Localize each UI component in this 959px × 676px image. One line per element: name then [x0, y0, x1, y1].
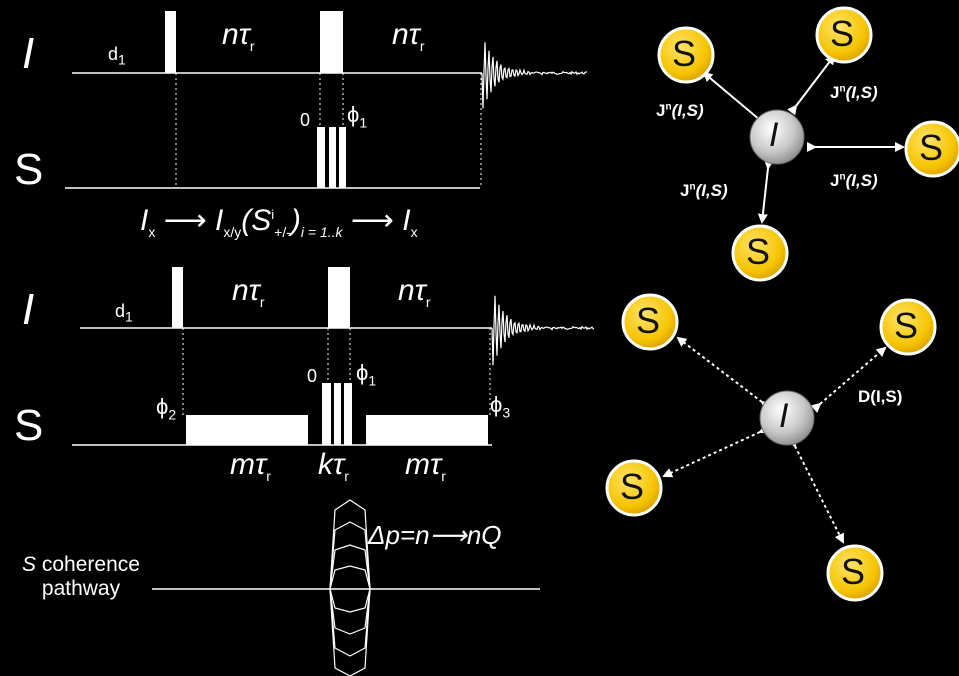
d-spin-S-lower-right — [826, 544, 884, 602]
j-bond-upper-right — [787, 54, 836, 116]
j-coupling-diagram — [657, 6, 959, 282]
upper-fid-signal — [481, 42, 588, 109]
j-spin-S-bottom — [731, 224, 789, 282]
coherence-transfer-formula: Ix ⟶ Ix/y(Si+/-)i = 1..k ⟶ Ix — [140, 204, 418, 240]
lower-I-pulse-1 — [172, 267, 183, 328]
j-spin-S-upper-right — [815, 6, 873, 64]
upper-d1-label: d1 — [108, 44, 126, 68]
lower-S-pulse-1 — [322, 383, 331, 445]
d-bond-upper-right — [810, 346, 887, 414]
lower-phase-0-label: 0 — [307, 366, 318, 386]
lower-S-pulse-2 — [334, 383, 341, 445]
lower-ntau-left: nτr — [232, 274, 265, 310]
j-S-label-upper-right: S — [830, 13, 855, 54]
lower-mtau-left: mτr — [230, 448, 271, 484]
j-coupling-label-2: Jn(I,S) — [830, 83, 878, 102]
lower-S-block-left — [186, 415, 308, 445]
upper-S-pulse-1 — [317, 127, 325, 188]
upper-I-pulse-2 — [320, 11, 343, 73]
j-coupling-label-1: Jn(I,S) — [656, 101, 704, 120]
upper-S-pulse-3 — [339, 127, 346, 188]
d-S-label-lower-right: S — [841, 551, 866, 592]
lower-I-pulse-2 — [328, 267, 350, 328]
j-spin-S-right — [904, 120, 959, 178]
lower-phi3-label: ϕ3 — [490, 392, 511, 421]
d-spin-S-lower-left — [605, 459, 663, 517]
j-bond-down — [757, 159, 774, 224]
upper-I-pulse-1 — [165, 11, 176, 73]
lower-mtau-right: mτr — [405, 448, 446, 484]
j-bond-upper-left — [702, 71, 770, 129]
coherence-pathway — [152, 499, 540, 676]
j-S-label-upper-left: S — [672, 33, 697, 74]
d-coupling-label: D(I,S) — [858, 387, 903, 406]
j-coupling-label-3: Jn(I,S) — [830, 171, 878, 190]
lower-phi1-label: ϕ1 — [356, 360, 377, 389]
d-bond-lower-right — [786, 436, 844, 544]
d-bond-upper-left — [676, 336, 772, 411]
coherence-pathway-label: S coherence pathway — [22, 553, 140, 601]
lower-pulse-sequence — [72, 267, 595, 446]
j-coupling-label-4: Jn(I,S) — [680, 181, 728, 200]
upper-S-pulse-2 — [329, 127, 336, 188]
lower-phi2-label: ϕ2 — [156, 394, 177, 423]
d-center-I-label: I — [779, 397, 789, 435]
j-spin-S-upper-left — [657, 26, 715, 84]
upper-channel-S-label: S — [14, 145, 44, 194]
upper-phi1-label: ϕ1 — [347, 102, 368, 131]
d-S-label-lower-left: S — [620, 466, 645, 507]
d-center-spin-I — [759, 390, 815, 446]
d-spin-S-upper-left — [621, 293, 679, 351]
lower-ktau: kτr — [318, 448, 349, 484]
j-S-label-right: S — [919, 127, 944, 168]
lower-S-block-right — [366, 415, 488, 445]
d-S-label-upper-right: S — [894, 305, 919, 346]
j-S-label-bottom: S — [746, 231, 771, 272]
upper-ntau-left: nτr — [222, 18, 255, 54]
coherence-delta-label: Δp=n⟶nQ — [368, 520, 502, 550]
upper-phase-0-label: 0 — [300, 110, 311, 130]
j-center-spin-I — [749, 109, 805, 165]
d-bond-lower-left — [662, 424, 770, 478]
dipolar-coupling-diagram — [605, 293, 937, 602]
lower-ntau-right: nτr — [398, 274, 431, 310]
coherence-lattice — [329, 499, 371, 676]
upper-ntau-right: nτr — [392, 18, 425, 54]
upper-pulse-sequence — [65, 11, 588, 189]
lower-S-pulse-3 — [344, 383, 352, 445]
lower-fid-signal — [491, 295, 595, 366]
d-spin-S-upper-right — [879, 298, 937, 356]
lower-d1-label: d1 — [115, 301, 133, 325]
lower-channel-S-label: S — [14, 401, 44, 450]
j-center-I-label: I — [769, 116, 779, 154]
lower-channel-I-label: I — [22, 285, 35, 334]
d-S-label-upper-left: S — [636, 300, 661, 341]
upper-channel-I-label: I — [22, 29, 35, 78]
